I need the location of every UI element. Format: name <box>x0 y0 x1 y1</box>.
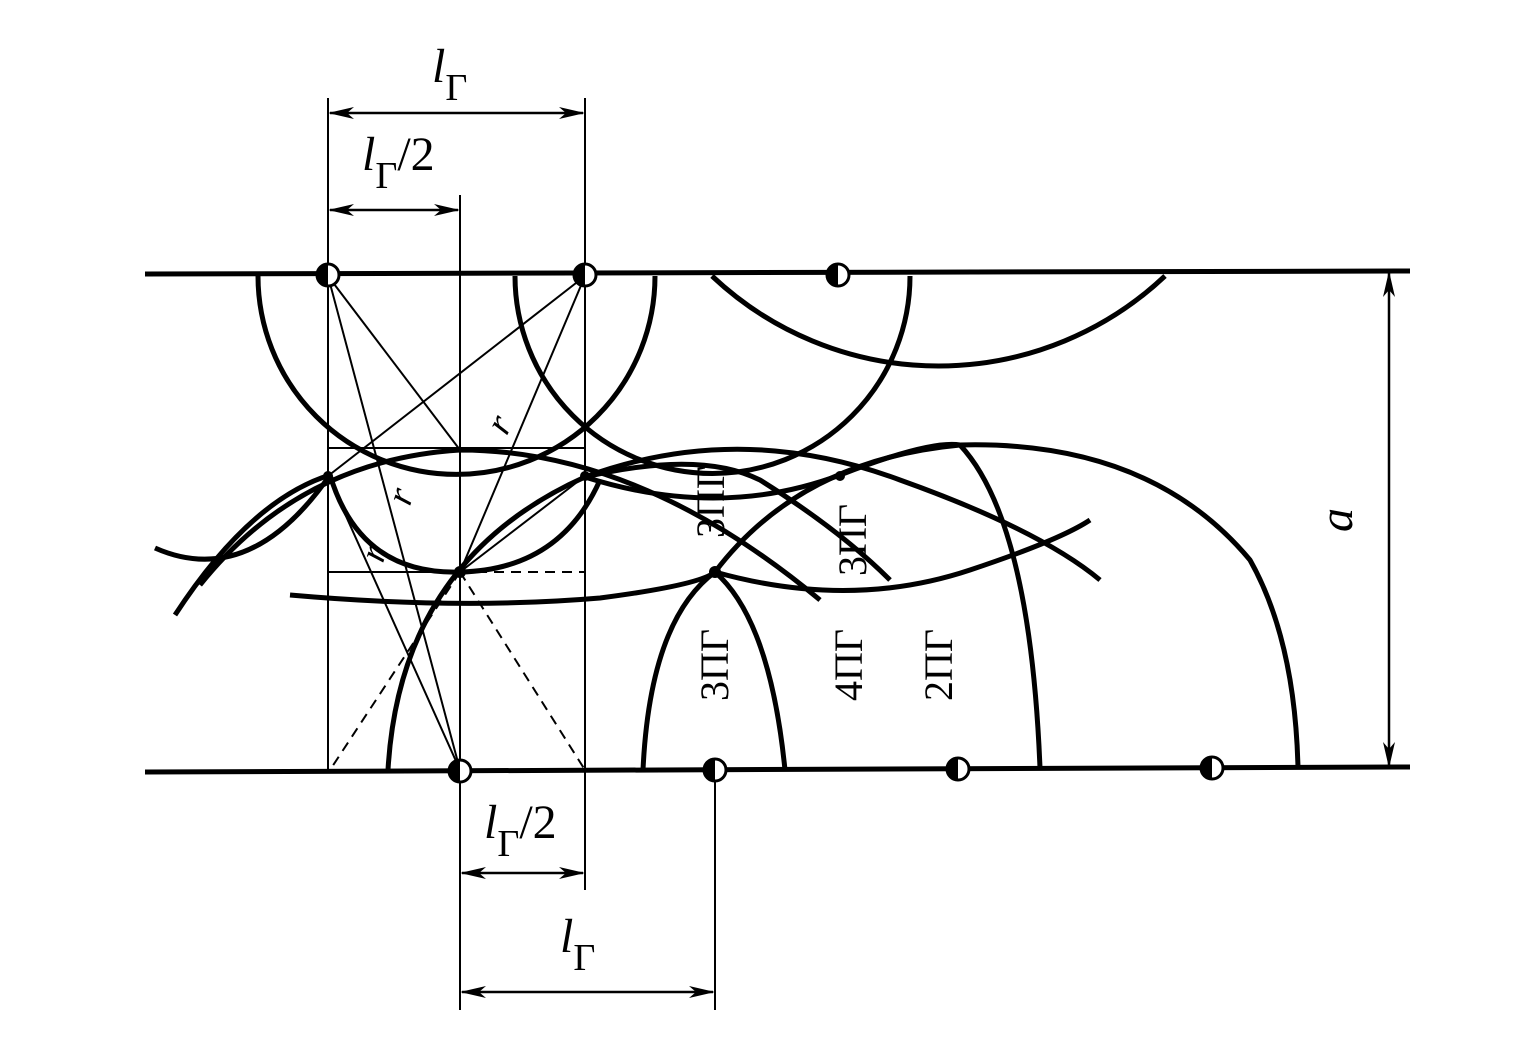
radius-label-1: r <box>477 408 521 441</box>
intersection-point <box>709 566 721 578</box>
zone-label-5: 2ПГ <box>916 629 961 701</box>
coverage-arc-top-3 <box>710 274 1167 369</box>
diagonal-1 <box>327 275 461 451</box>
label-lg-bottom: lГ <box>560 910 595 979</box>
coverage-arc-top-2 <box>512 275 913 476</box>
coverage-arc-left-tail-2 <box>172 472 331 617</box>
diagonal-dashed-1 <box>329 571 461 771</box>
zone-label-2: 3ПГ <box>830 504 875 576</box>
intersection-point <box>454 566 466 578</box>
diagonal-dashed-2 <box>459 571 586 771</box>
diagonal-2 <box>327 275 461 771</box>
top-wall-line <box>144 268 1411 277</box>
detector-marker-bottom-1 <box>447 758 473 784</box>
coverage-ellipse-1 <box>198 447 822 602</box>
intersection-point <box>323 471 333 481</box>
detector-marker-top-3 <box>825 262 851 288</box>
detector-marker-top-2 <box>572 262 598 288</box>
label-width-a: а <box>1310 508 1363 532</box>
detector-marker-bottom-2 <box>702 757 728 783</box>
label-lg-half-bottom: lГ/2 <box>484 796 557 865</box>
coverage-arc-bottom-1 <box>385 461 892 771</box>
coverage-ellipse-3 <box>584 446 1102 582</box>
detector-marker-bottom-4 <box>1199 755 1225 781</box>
label-lg-top: lГ <box>432 40 467 109</box>
zone-label-3: 3ПГ <box>692 629 737 701</box>
coverage-arc-bottom-3 <box>584 441 1043 769</box>
detector-marker-bottom-3 <box>945 756 971 782</box>
zone-label-4: 4ПГ <box>826 629 871 701</box>
coverage-ellipse-5 <box>714 517 1092 593</box>
coverage-arc-left-tail <box>153 473 333 562</box>
intersection-point <box>835 471 845 481</box>
label-lg-half-top: lГ/2 <box>362 128 435 197</box>
coverage-ellipse-4 <box>713 442 1301 769</box>
coverage-arc-top-1 <box>255 275 658 477</box>
diagonal-3 <box>327 275 586 477</box>
diagonal-4 <box>459 275 586 573</box>
diagonal-6 <box>459 475 586 573</box>
zone-label-1: 3ПГ <box>688 466 733 538</box>
bottom-wall-line <box>144 764 1411 775</box>
detector-marker-top-1 <box>315 262 341 288</box>
diagonal-5 <box>327 475 461 771</box>
radius-label-2: r <box>378 483 423 510</box>
intersection-point <box>580 471 590 481</box>
coverage-ellipse-2 <box>289 569 717 606</box>
